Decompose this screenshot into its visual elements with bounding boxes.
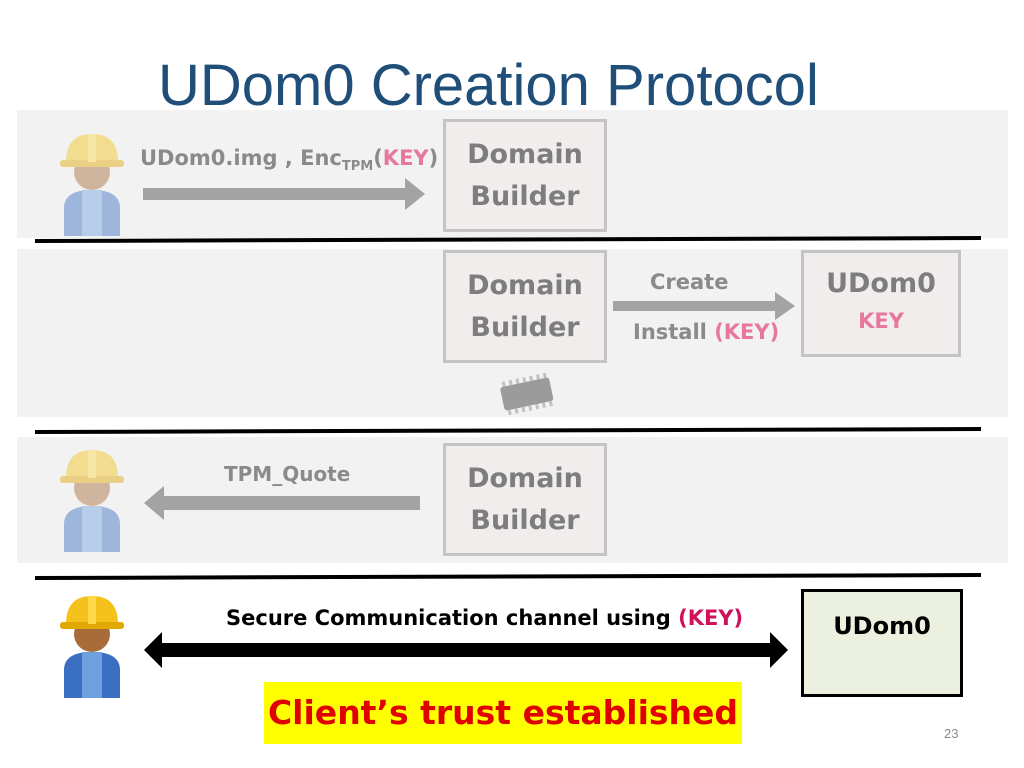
create-label: Create — [650, 270, 729, 294]
separator-line — [34, 427, 982, 434]
install-label: Install (KEY) — [633, 320, 780, 344]
box-line: Domain — [467, 269, 583, 301]
right-arrow — [613, 292, 795, 320]
udom0-title: UDom0 — [826, 268, 936, 299]
domain-builder-box: Domain Builder — [443, 119, 607, 232]
domain-builder-box: Domain Builder — [443, 443, 607, 556]
client-worker-icon — [60, 134, 124, 236]
udom0-box: UDom0 KEY — [801, 250, 961, 357]
box-line: Builder — [470, 504, 580, 536]
domain-builder-box: Domain Builder — [443, 250, 607, 363]
udom0-final-box: UDom0 — [801, 589, 963, 697]
box-line: Domain — [467, 462, 583, 494]
trust-banner: Client’s trust established — [264, 682, 742, 744]
tpm-chip-icon — [500, 372, 554, 416]
right-arrow — [143, 178, 425, 210]
secure-channel-label: Secure Communication channel using (KEY) — [226, 606, 744, 630]
client-worker-icon — [60, 596, 124, 698]
bidirectional-arrow — [144, 632, 788, 668]
step1-label: UDom0.img , EncTPM(KEY) — [140, 146, 439, 175]
page-number: 23 — [944, 726, 959, 741]
slide-title: UDom0 Creation Protocol — [158, 53, 819, 118]
box-line: Builder — [470, 180, 580, 212]
box-line: Domain — [467, 138, 583, 170]
client-worker-icon — [60, 450, 124, 552]
separator-line — [34, 573, 982, 580]
udom0-key: KEY — [858, 309, 904, 333]
box-line: Builder — [470, 311, 580, 343]
tpm-quote-label: TPM_Quote — [224, 462, 351, 486]
left-arrow — [144, 486, 420, 520]
